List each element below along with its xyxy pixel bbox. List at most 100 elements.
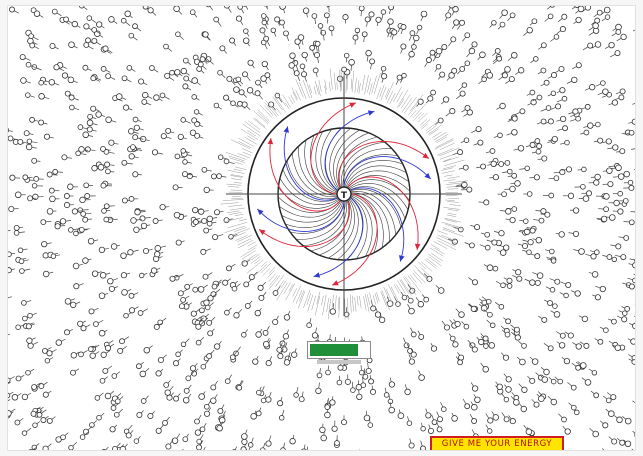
particle-circle-icon <box>184 283 193 290</box>
particle-circle-icon <box>582 42 594 51</box>
particle-circle-icon <box>165 127 175 134</box>
particle-circle-icon <box>87 237 99 245</box>
particle-circle-icon <box>417 330 425 340</box>
particle-circle-icon <box>21 427 32 436</box>
particle-circle-icon <box>11 393 22 401</box>
particle-circle-icon <box>408 51 415 61</box>
particle-circle-icon <box>152 218 163 224</box>
particle-circle-icon <box>480 333 489 342</box>
halo-hair <box>434 139 454 150</box>
particle-circle-icon <box>119 443 128 450</box>
particle-circle-icon <box>52 168 63 175</box>
particle-circle-icon <box>481 296 492 305</box>
particle-circle-icon <box>141 91 153 99</box>
particle-circle-icon <box>67 183 78 190</box>
halo-hair <box>299 290 305 302</box>
particle-circle-icon <box>203 186 214 194</box>
particle-circle-icon <box>568 402 577 411</box>
particle-circle-icon <box>8 408 16 417</box>
particle-circle-icon <box>326 6 331 13</box>
particle-circle-icon <box>121 159 133 166</box>
halo-hair <box>367 78 371 93</box>
particle-circle-icon <box>159 203 170 211</box>
particle-circle-icon <box>280 442 286 450</box>
halo-hair <box>376 292 380 302</box>
halo-hair <box>350 78 353 90</box>
particle-circle-icon <box>108 139 119 146</box>
particle-circle-icon <box>388 402 395 414</box>
halo-hair <box>439 147 460 157</box>
particle-circle-icon <box>212 234 224 241</box>
particle-circle-icon <box>361 31 368 43</box>
particle-circle-icon <box>264 72 272 81</box>
particle-field <box>8 6 635 450</box>
particle-circle-icon <box>633 273 635 275</box>
vortex-center[interactable]: T <box>336 186 352 202</box>
particle-circle-icon <box>383 387 390 398</box>
particle-circle-icon <box>28 33 39 41</box>
halo-hair <box>265 100 279 116</box>
particle-circle-icon <box>437 71 446 80</box>
particle-circle-icon <box>198 391 206 400</box>
halo-hair <box>225 151 247 160</box>
halo-hair <box>244 121 261 133</box>
particle-circle-icon <box>244 300 253 309</box>
particle-circle-icon <box>352 34 359 45</box>
particle-circle-icon <box>79 196 91 204</box>
particle-circle-icon <box>82 425 93 435</box>
halo-hair <box>444 217 462 223</box>
arrowhead-icon <box>257 209 264 216</box>
particle-circle-icon <box>501 160 511 166</box>
particle-circle-icon <box>32 193 44 200</box>
particle-circle-icon <box>88 307 99 315</box>
particle-circle-icon <box>204 302 214 311</box>
particle-circle-icon <box>331 420 338 432</box>
particle-circle-icon <box>588 368 598 376</box>
particle-circle-icon <box>397 409 405 420</box>
particle-circle-icon <box>153 94 163 102</box>
halo-hair <box>385 288 394 306</box>
arrowhead-icon <box>259 229 266 236</box>
arrowhead-icon <box>414 243 421 250</box>
halo-hair <box>295 79 304 98</box>
particle-circle-icon <box>508 415 516 425</box>
halo-hair <box>340 70 342 91</box>
halo-hair <box>447 212 457 216</box>
particle-circle-icon <box>109 424 118 433</box>
particle-circle-icon <box>17 138 28 145</box>
particle-circle-icon <box>29 42 40 50</box>
particle-circle-icon <box>408 438 415 449</box>
particle-circle-icon <box>53 64 65 72</box>
give-energy-button[interactable]: GIVE ME YOUR ENERGY <box>430 436 564 450</box>
particle-circle-icon <box>510 180 521 187</box>
particle-circle-icon <box>556 95 568 103</box>
particle-circle-icon <box>425 95 434 104</box>
halo-hair <box>434 133 449 142</box>
particle-circle-icon <box>223 158 235 165</box>
particle-circle-icon <box>505 217 516 224</box>
particle-circle-icon <box>125 430 134 439</box>
particle-circle-icon <box>485 424 493 434</box>
blue-spiral-arm <box>313 197 364 278</box>
halo-hair <box>264 105 274 116</box>
vortex-spoke <box>342 148 393 195</box>
particle-circle-icon <box>300 71 307 82</box>
particle-circle-icon <box>319 423 326 434</box>
particle-circle-icon <box>435 117 444 125</box>
particle-circle-icon <box>88 345 97 352</box>
halo-hair <box>435 138 454 148</box>
particle-circle-icon <box>38 119 48 126</box>
halo-hair <box>235 166 247 170</box>
particle-circle-icon <box>451 6 459 16</box>
halo-hair <box>247 130 257 137</box>
game-canvas[interactable]: T GIVE ME YOUR ENERGY <box>8 6 635 450</box>
particle-circle-icon <box>329 303 336 315</box>
particle-circle-icon <box>43 133 54 140</box>
particle-circle-icon <box>159 92 170 100</box>
particle-circle-icon <box>406 294 414 304</box>
particle-circle-icon <box>69 104 80 111</box>
halo-hair <box>234 227 247 232</box>
particle-circle-icon <box>78 6 88 10</box>
particle-circle-icon <box>369 385 377 395</box>
particle-circle-icon <box>588 271 599 278</box>
